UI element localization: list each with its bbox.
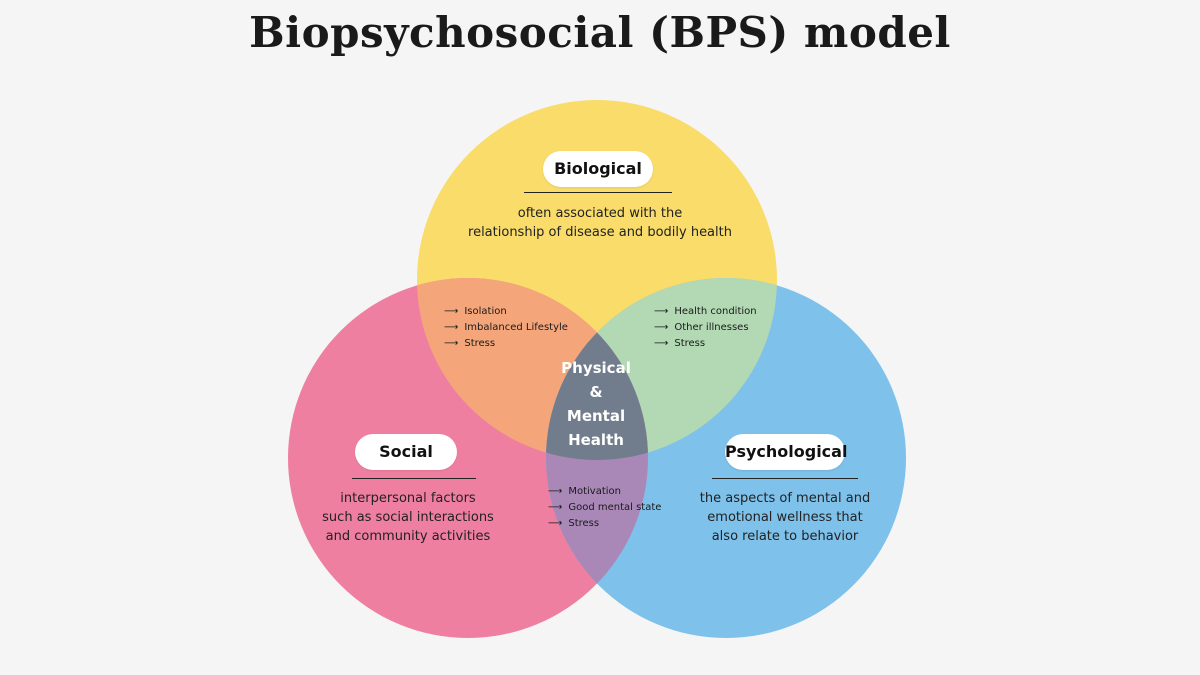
bio-social-factors: ⟶ Isolation ⟶ Imbalanced Lifestyle ⟶ Stress xyxy=(444,304,568,352)
center-label-line: Mental xyxy=(566,407,626,425)
list-item: ⟶ Other illnesses xyxy=(654,320,757,336)
factor-label: Stress xyxy=(568,518,600,529)
arrow-icon: ⟶ xyxy=(548,518,563,529)
list-item: ⟶ Isolation xyxy=(444,304,568,320)
social-psych-factors: ⟶ Motivation ⟶ Good mental state ⟶ Stress xyxy=(548,484,661,532)
page-title: Biopsychosocial (BPS) model xyxy=(249,8,951,57)
arrow-icon: ⟶ xyxy=(654,322,669,333)
list-item: ⟶ Stress xyxy=(444,336,568,352)
arrow-icon: ⟶ xyxy=(548,502,563,513)
center-label-line: & xyxy=(589,383,603,401)
psychological-description: the aspects of mental and emotional well… xyxy=(675,489,895,546)
factor-label: Stress xyxy=(674,338,706,349)
psychological-label: Psychological xyxy=(725,434,847,470)
arrow-icon: ⟶ xyxy=(444,306,459,317)
list-item: ⟶ Good mental state xyxy=(548,500,661,516)
list-item: ⟶ Stress xyxy=(654,336,757,352)
factor-label: Motivation xyxy=(568,486,621,497)
social-label: Social xyxy=(355,434,457,470)
factor-label: Isolation xyxy=(464,306,507,317)
psychological-description-line: emotional wellness that xyxy=(707,510,863,525)
center-label-line: Physical xyxy=(561,359,631,377)
factor-label: Imbalanced Lifestyle xyxy=(464,322,568,333)
factor-label: Stress xyxy=(464,338,496,349)
arrow-icon: ⟶ xyxy=(444,338,459,349)
biological-description-line: relationship of disease and bodily healt… xyxy=(468,225,732,240)
social-description-line: and community activities xyxy=(325,529,491,544)
arrow-icon: ⟶ xyxy=(548,486,563,497)
list-item: ⟶ Imbalanced Lifestyle xyxy=(444,320,568,336)
center-label: Physical & Mental Health xyxy=(540,356,652,452)
social-description: interpersonal factors such as social int… xyxy=(298,489,518,546)
biological-rule xyxy=(524,192,672,193)
psychological-rule xyxy=(712,478,858,479)
social-description-line: such as social interactions xyxy=(322,510,494,525)
center-label-line: Health xyxy=(568,431,624,449)
biological-description-line: often associated with the xyxy=(517,206,683,221)
arrow-icon: ⟶ xyxy=(654,338,669,349)
psychological-description-line: the aspects of mental and xyxy=(699,491,871,506)
arrow-icon: ⟶ xyxy=(444,322,459,333)
social-description-line: interpersonal factors xyxy=(340,491,476,506)
list-item: ⟶ Stress xyxy=(548,516,661,532)
biological-label: Biological xyxy=(543,151,653,187)
biological-description: often associated with the relationship o… xyxy=(440,204,760,242)
arrow-icon: ⟶ xyxy=(654,306,669,317)
factor-label: Health condition xyxy=(674,306,757,317)
factor-label: Other illnesses xyxy=(674,322,749,333)
factor-label: Good mental state xyxy=(568,502,662,513)
bio-psych-factors: ⟶ Health condition ⟶ Other illnesses ⟶ Stre… xyxy=(654,304,757,352)
psychological-description-line: also relate to behavior xyxy=(711,529,859,544)
list-item: ⟶ Motivation xyxy=(548,484,661,500)
list-item: ⟶ Health condition xyxy=(654,304,757,320)
social-rule xyxy=(352,478,476,479)
